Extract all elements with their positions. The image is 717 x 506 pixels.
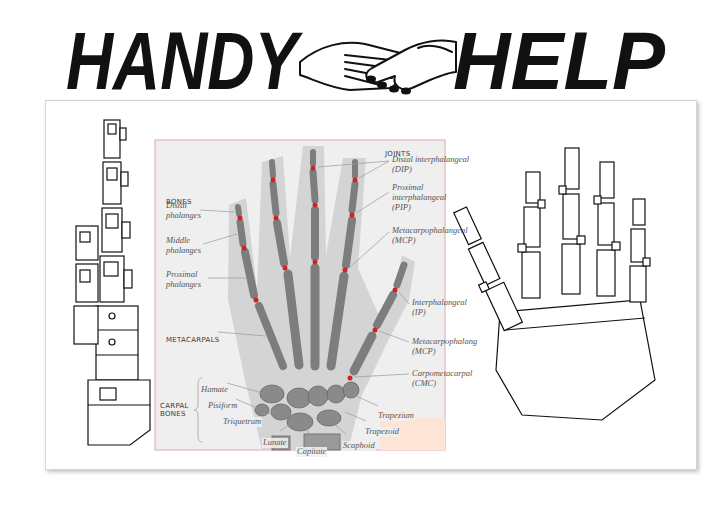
- label-holder: Middle phalanges: [166, 236, 208, 257]
- label-holder: Lunate: [262, 431, 288, 449]
- carpal-label: Trapezium: [377, 411, 415, 421]
- label-holder: Pisiform: [207, 394, 238, 412]
- label-holder: Distal phalanges: [166, 201, 208, 222]
- bone-label: Proximal phalanges: [166, 270, 208, 290]
- joint-label: Distal interphalangeal (DIP): [392, 155, 472, 175]
- label-holder: Carpometacarpal (CMC): [412, 369, 476, 390]
- label-holder: Metacarpophalang (MCP): [412, 337, 476, 358]
- joint-label: Interphalangeal (IP): [412, 298, 474, 318]
- robot-hand-side-view: [74, 120, 150, 445]
- handshake-icon: [300, 40, 456, 93]
- carpal-label: Hamate: [200, 385, 229, 395]
- carpal-label: Scaphoid: [342, 441, 376, 451]
- label-holder: Trapezoid: [364, 420, 400, 438]
- label-holder: Capitate: [296, 440, 327, 458]
- carpal-label: Trapezoid: [364, 427, 400, 437]
- label-holder: Trapezium: [377, 404, 415, 422]
- group-heading: CARPAL BONES: [160, 402, 196, 419]
- joint-label: Proximal interphalangeal (PIP): [392, 183, 448, 212]
- leader-lines: [194, 161, 409, 442]
- label-holder: Distal interphalangeal (DIP): [392, 155, 472, 176]
- label-holder: CARPAL BONES: [160, 402, 196, 420]
- bone-label: Distal phalanges: [166, 201, 208, 221]
- logo-word: HANDY: [66, 20, 298, 102]
- label-holder: HANDY: [66, 20, 358, 102]
- label-holder: Proximal phalanges: [166, 270, 208, 291]
- group-heading: METACARPALS: [166, 336, 220, 344]
- label-holder: Hamate: [200, 378, 229, 396]
- robot-hand-front-view: [447, 148, 655, 420]
- label-holder: Triquetrum: [222, 410, 262, 428]
- carpal-label: Pisiform: [207, 401, 238, 411]
- logo-word: HELP: [453, 20, 665, 102]
- label-holder: HELP: [453, 20, 672, 102]
- carpal-label: Lunate: [262, 438, 288, 448]
- label-holder: Interphalangeal (IP): [412, 298, 474, 319]
- joint-label: Carpometacarpal (CMC): [412, 369, 476, 389]
- label-holder: Proximal interphalangeal (PIP): [392, 183, 448, 214]
- joint-label: Metacarpophalangeal (MCP): [392, 226, 468, 246]
- label-holder: Metacarpophalangeal (MCP): [392, 226, 466, 247]
- bone-label: Middle phalanges: [166, 236, 208, 256]
- joint-label: Metacarpophalang (MCP): [412, 337, 477, 357]
- carpal-label: Capitate: [296, 447, 327, 457]
- carpal-label: Triquetrum: [222, 417, 262, 427]
- label-holder: METACARPALS: [166, 328, 220, 346]
